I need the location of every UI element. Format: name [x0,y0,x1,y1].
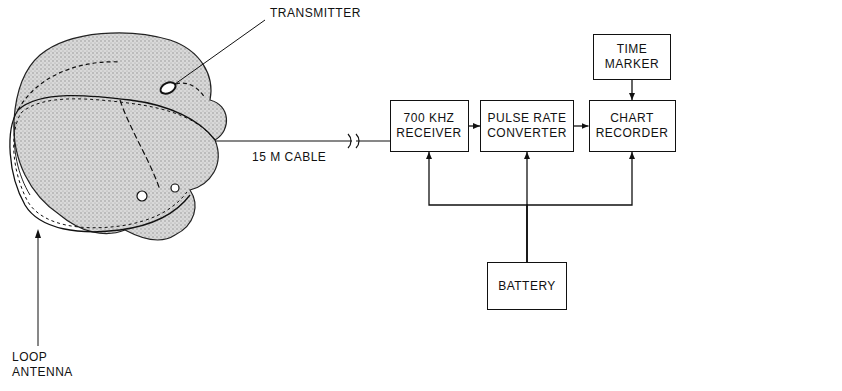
signal-arrow [429,152,527,262]
annotation-label: LOOP ANTENNA [10,350,104,380]
block-label: CHART RECORDER [596,111,669,141]
signal-arrow [469,125,481,126]
block-label: TIME MARKER [600,42,664,72]
annotation-label: TRANSMITTER [268,6,363,21]
block-box: BATTERY [487,262,567,310]
signal-arrow [631,80,632,100]
block-label: BATTERY [498,279,556,294]
block-label: 700 KHZ RECEIVER [396,111,461,141]
block-box: CHART RECORDER [589,100,676,152]
annotation-label: 15 M CABLE [250,150,328,165]
block-label: PULSE RATE CONVERTER [487,111,567,141]
block-box: TIME MARKER [593,34,671,80]
signal-arrow [574,125,589,126]
block-box: 700 KHZ RECEIVER [390,100,469,152]
signal-arrow [527,152,632,262]
block-box: PULSE RATE CONVERTER [480,100,574,152]
